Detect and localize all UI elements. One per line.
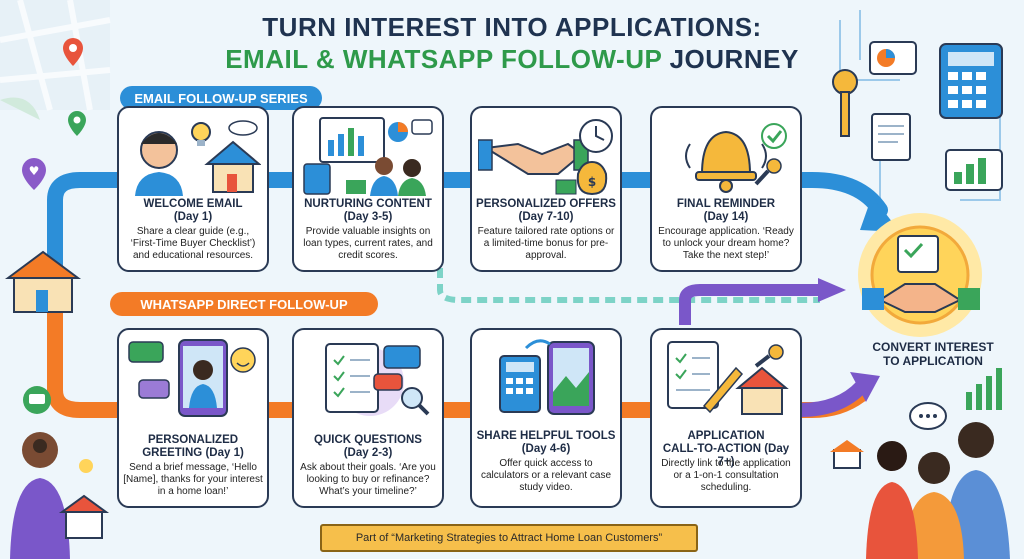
lightbulb-icon xyxy=(191,122,211,146)
step-description: Provide valuable insights on loan types,… xyxy=(303,226,433,261)
step-description: Ask about their goals. ‘Are you looking … xyxy=(300,462,436,497)
step-title: PERSONALIZED OFFERS(Day 7-10) xyxy=(476,198,616,223)
growth-chart-icon xyxy=(966,368,1002,410)
lightbulb-icon xyxy=(79,459,93,473)
questions-illustration xyxy=(325,343,430,416)
email-step-card: $ PERSONALIZED OFFERS(Day 7-10) Feature … xyxy=(470,106,622,272)
svg-text:$: $ xyxy=(588,175,596,189)
chat-bubble-icon xyxy=(411,119,433,135)
chat-bubble-icon xyxy=(138,379,170,399)
key-icon xyxy=(832,69,858,137)
email-flow-arrow xyxy=(47,172,888,278)
cloud-icon xyxy=(228,120,258,136)
chevron-right-icon xyxy=(280,405,642,415)
checkmark-icon xyxy=(761,123,787,149)
document-icon xyxy=(871,113,911,161)
chat-bubble-icon xyxy=(373,373,403,391)
map-illustration xyxy=(0,0,111,120)
email-step-card: FINAL REMINDER(Day 14) Encourage applica… xyxy=(650,106,802,272)
nurturing-illustration xyxy=(303,117,433,196)
chat-bubble-icon xyxy=(383,345,421,369)
phone-icon xyxy=(178,339,228,417)
whatsapp-section-label: WHATSAPP DIRECT FOLLOW-UP xyxy=(110,292,378,316)
key-icon xyxy=(754,158,782,186)
step-title: QUICK QUESTIONS(Day 2-3) xyxy=(314,434,422,459)
key-icon xyxy=(754,344,784,368)
calculator-icon xyxy=(939,43,1003,119)
bell-icon xyxy=(695,130,757,193)
house-icon xyxy=(830,440,864,469)
pen-icon xyxy=(702,366,744,414)
greeting-illustration xyxy=(128,339,256,417)
chat-bubble-icon xyxy=(23,386,51,414)
speech-bubble-icon xyxy=(909,402,947,430)
step-description: Encourage application. ‘Ready to unlock … xyxy=(658,226,794,261)
pie-chart-icon xyxy=(388,122,408,142)
step-title: FINAL REMINDER(Day 14) xyxy=(676,198,776,223)
step-description: Share a clear guide (e.g., ‘First-Time B… xyxy=(130,226,256,261)
clock-icon xyxy=(579,119,613,153)
cta-illustration xyxy=(667,341,789,415)
map-pin-icon xyxy=(63,38,83,66)
house-icon xyxy=(58,494,110,539)
house-icon xyxy=(735,366,789,415)
welcome-illustration xyxy=(135,120,261,196)
step-description: Send a brief message, ‘Hello [Name], tha… xyxy=(123,462,263,497)
calculator-icon xyxy=(303,163,331,195)
reminder-illustration xyxy=(685,123,787,193)
clipboard-icon xyxy=(667,341,719,409)
step-description: Feature tailored rate options or a limit… xyxy=(477,226,615,261)
clipboard-icon xyxy=(325,343,379,413)
house-icon xyxy=(204,140,261,193)
pie-chart-icon xyxy=(869,41,917,75)
calculator-icon xyxy=(499,355,541,413)
page-title-line2: EMAIL & WHATSAPP FOLLOW-UP JOURNEY xyxy=(0,44,1024,75)
goal-badge xyxy=(858,213,982,337)
step-description: Directly link to the application or a 1-… xyxy=(661,458,791,493)
title-suffix: JOURNEY xyxy=(669,44,799,74)
tablet-icon xyxy=(547,341,595,415)
magnifier-icon xyxy=(401,387,430,416)
bar-chart-icon xyxy=(945,149,1003,191)
family-illustration xyxy=(830,422,1010,559)
svg-text:♥: ♥ xyxy=(29,164,40,178)
step-title: NURTURING CONTENT(Day 3-5) xyxy=(304,198,432,223)
step-description: Offer quick access to calculators or a r… xyxy=(480,458,612,493)
email-step-card: WELCOME EMAIL(Day 1) Share a clear guide… xyxy=(117,106,269,272)
money-bag-icon: $ xyxy=(576,160,608,196)
heart-pin-icon: ♥ xyxy=(22,158,46,190)
footer-banner: Part of “Marketing Strategies to Attract… xyxy=(320,524,698,552)
map-pin-icon xyxy=(67,110,87,136)
chat-bubble-icon xyxy=(128,341,164,363)
step-title: WELCOME EMAIL(Day 1) xyxy=(143,198,243,223)
purple-flow-arrow xyxy=(679,284,820,325)
email-step-card: NURTURING CONTENT(Day 3-5) Provide valua… xyxy=(292,106,444,272)
chevron-right-icon xyxy=(280,176,642,186)
whatsapp-step-card: QUICK QUESTIONS(Day 2-3) Ask about their… xyxy=(292,328,444,508)
house-icon xyxy=(4,250,82,313)
tools-illustration xyxy=(499,339,595,415)
page-title-line1: TURN INTEREST INTO APPLICATIONS: xyxy=(262,12,762,42)
smiley-icon xyxy=(230,347,256,373)
title-highlight: EMAIL & WHATSAPP FOLLOW-UP xyxy=(225,44,662,74)
whatsapp-step-card: SHARE HELPFUL TOOLS(Day 4-6) Offer quick… xyxy=(470,328,622,508)
dashed-connector xyxy=(437,268,820,303)
offers-illustration: $ xyxy=(478,119,613,196)
step-title: SHARE HELPFUL TOOLS(Day 4-6) xyxy=(476,430,616,455)
woman-illustration xyxy=(10,432,110,559)
